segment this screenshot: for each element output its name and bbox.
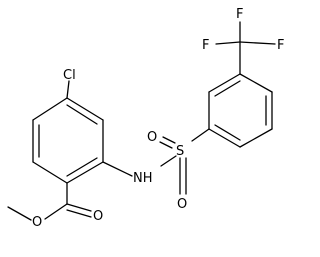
carbonyl-oxygen-label: O	[93, 209, 103, 224]
sulfur-label: S	[176, 144, 184, 159]
chemical-structure: Cl F F F S O O NH O O	[7, 7, 284, 230]
sulfonyl-oxygen-label: O	[177, 197, 187, 212]
bond	[66, 104, 98, 125]
bond	[32, 97, 68, 121]
bond	[214, 80, 241, 97]
bond	[214, 124, 241, 141]
bond	[215, 41, 241, 45]
bond	[239, 128, 273, 148]
fluorine-label: F	[277, 38, 284, 53]
fluorine-label: F	[236, 7, 243, 22]
bond	[239, 41, 276, 45]
bond	[66, 97, 104, 121]
bond	[66, 80, 70, 99]
chlorine-label: Cl	[63, 68, 76, 83]
bond	[7, 206, 32, 221]
ester-oxygen-label: O	[32, 215, 42, 230]
bond	[66, 209, 92, 218]
bond	[159, 141, 173, 149]
bond	[239, 73, 273, 93]
bond	[208, 128, 241, 148]
amine-label: NH	[133, 171, 153, 186]
sulfonyl-oxygen-label: O	[147, 130, 157, 145]
bond	[66, 157, 98, 177]
atom-labels: Cl F F F S O O NH O O	[32, 7, 284, 230]
bond	[208, 73, 241, 93]
bonds	[7, 21, 276, 221]
fluorine-label: F	[202, 38, 209, 53]
bond	[32, 161, 68, 184]
bond	[66, 203, 92, 212]
bond	[66, 161, 104, 184]
bond	[162, 136, 176, 144]
bond	[160, 155, 177, 167]
bond	[102, 161, 133, 177]
bond	[44, 203, 68, 220]
bond	[191, 128, 210, 142]
